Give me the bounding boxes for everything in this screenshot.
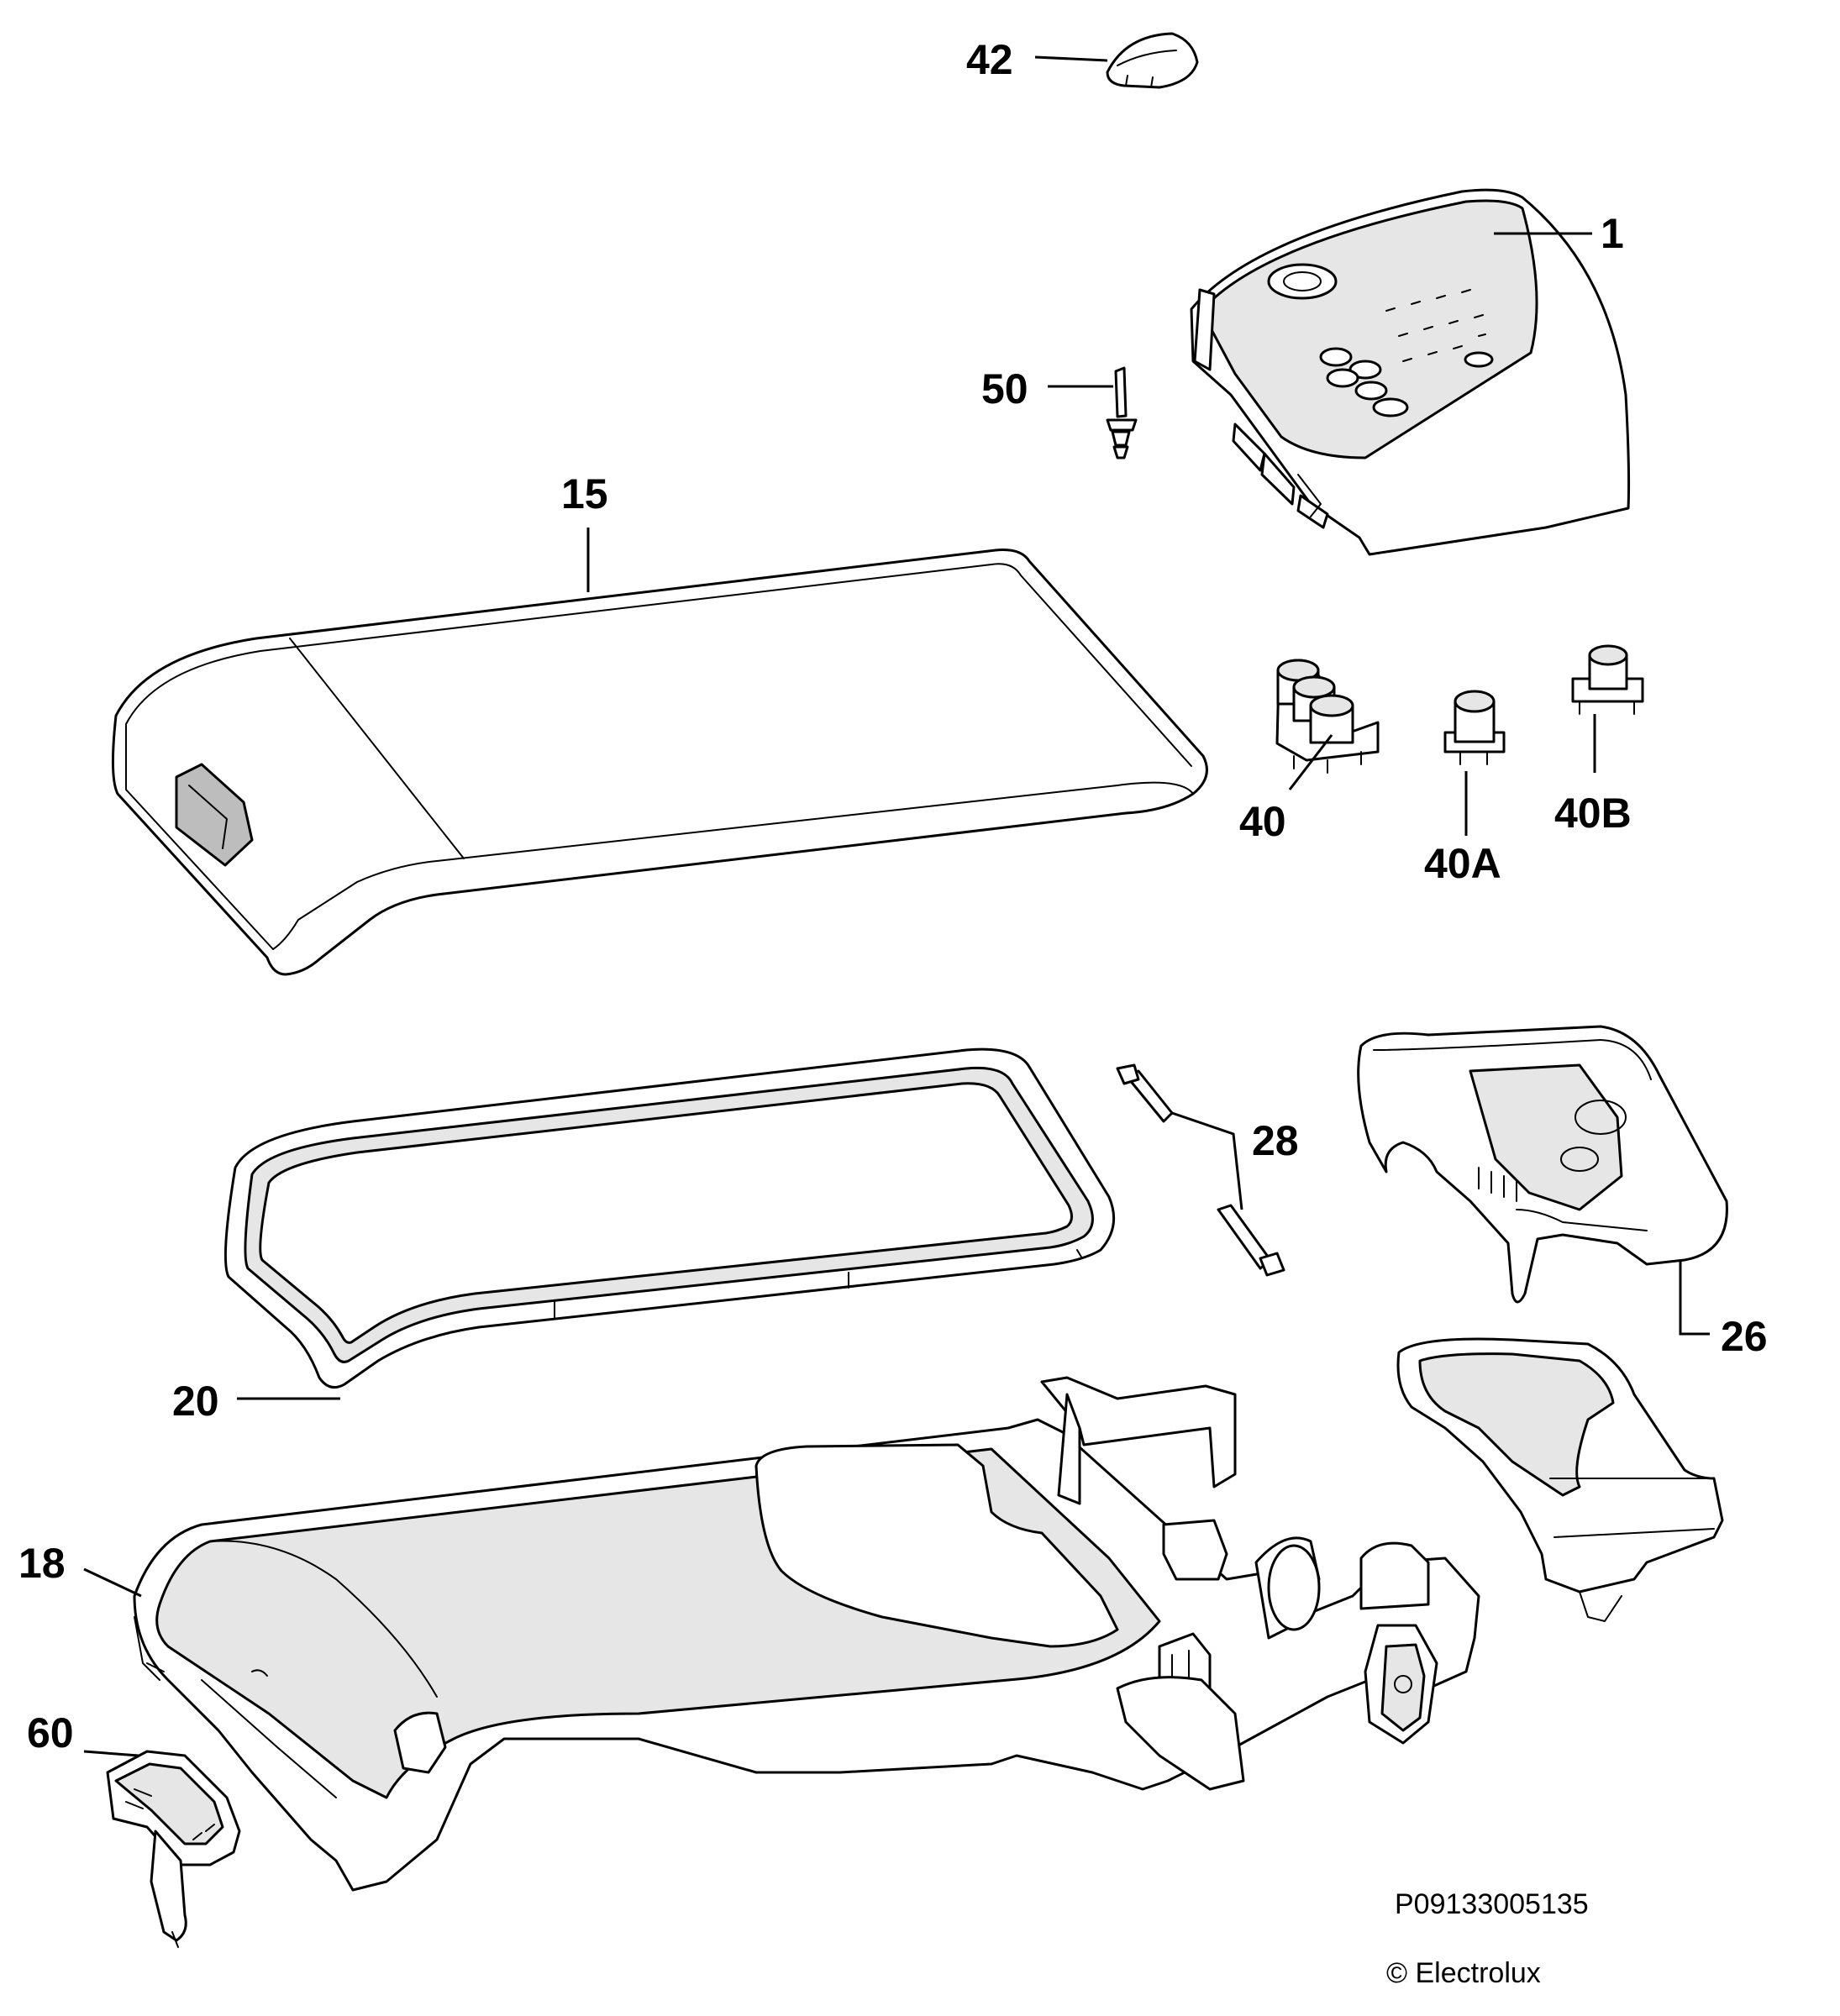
- callout-60: 60: [27, 1709, 74, 1756]
- part-60-door-lock: [106, 1750, 241, 1948]
- part-40a-button: [1443, 690, 1506, 765]
- callout-15: 15: [561, 470, 608, 517]
- drawing-number: P09133005135: [1395, 1888, 1589, 1920]
- callout-40a: 40A: [1424, 840, 1501, 887]
- part-40-button-set: [1275, 659, 1380, 774]
- callout-40b: 40B: [1554, 790, 1632, 837]
- part-50-pin: [1106, 366, 1138, 459]
- part-1-control-panel: [1190, 188, 1631, 556]
- callout-42: 42: [966, 36, 1013, 83]
- callout-28: 28: [1252, 1117, 1299, 1164]
- part-20-gasket: [223, 1047, 1116, 1389]
- part-26-dispenser-drawer: [1357, 1025, 1728, 1622]
- copyright: © Electrolux: [1386, 1957, 1541, 1989]
- callout-18: 18: [18, 1540, 66, 1587]
- callout-40: 40: [1239, 798, 1286, 845]
- callout-1: 1: [1601, 210, 1624, 257]
- leader-18: [83, 1567, 142, 1598]
- callout-26: 26: [1721, 1313, 1768, 1360]
- callout-20: 20: [172, 1378, 219, 1425]
- part-18-top-frame: [133, 1376, 1480, 1892]
- part-42-knob: [1106, 32, 1199, 89]
- part-15-lid: [111, 549, 1208, 976]
- leader-60: [83, 1750, 139, 1757]
- part-40b-button: [1571, 644, 1644, 715]
- leader-28: [1171, 1111, 1243, 1210]
- leader-42: [1034, 55, 1108, 62]
- callout-50: 50: [981, 365, 1028, 412]
- part-28-pins: [1116, 1063, 1285, 1277]
- leader-26: [1679, 1260, 1710, 1336]
- leader-40: [1288, 734, 1333, 790]
